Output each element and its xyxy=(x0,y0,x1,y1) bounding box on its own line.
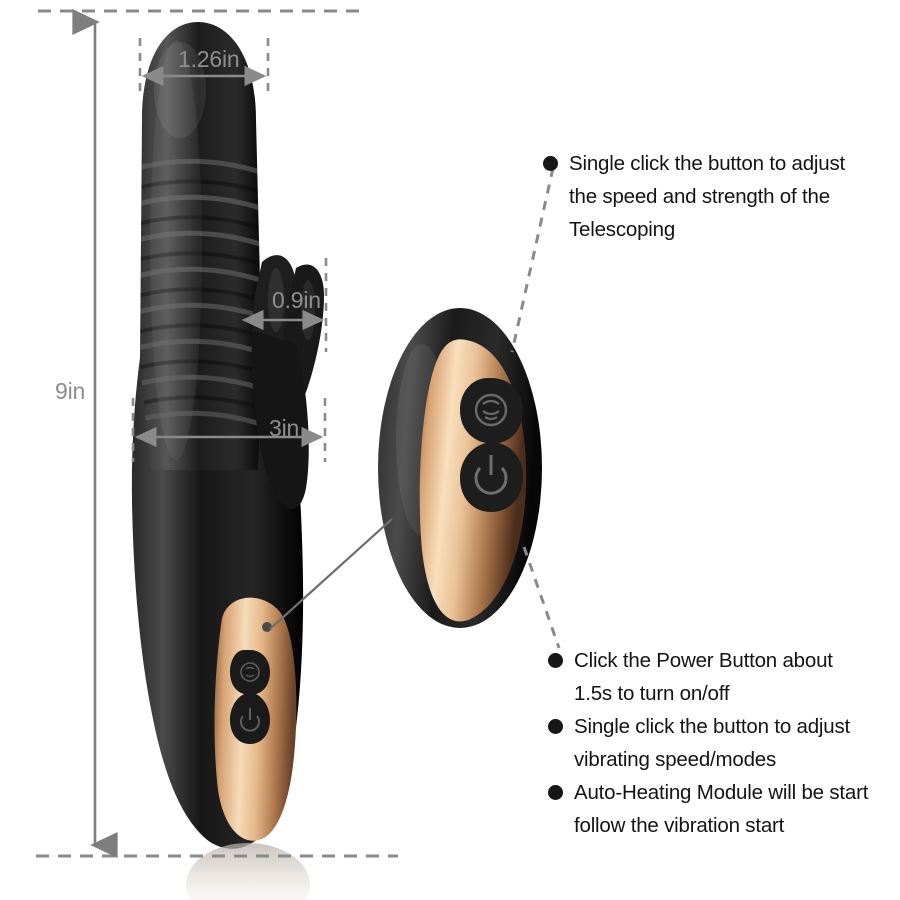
dimension-label-insertable-length: 3in xyxy=(269,415,300,441)
dimension-label-height: 9in xyxy=(55,378,86,404)
product-vector xyxy=(131,22,324,900)
magnified-power-button[interactable] xyxy=(474,455,508,495)
bullet-line: Single click the button to adjust xyxy=(574,715,851,738)
button-cluster[interactable] xyxy=(230,650,270,744)
rabbit-ears xyxy=(251,255,324,509)
bullet-line: follow the vibration start xyxy=(574,814,785,837)
bullet-line: Auto-Heating Module will be start xyxy=(574,781,869,804)
bullet-line: the speed and strength of the xyxy=(569,185,830,208)
dimension-label-tip-width: 1.26in xyxy=(178,46,240,72)
device-control-panel[interactable] xyxy=(214,597,297,841)
function-button[interactable] xyxy=(240,662,260,682)
power-button[interactable] xyxy=(240,708,260,732)
device-shaft xyxy=(140,22,262,470)
dimension-label-rabbit-width: 0.9in xyxy=(272,287,321,313)
bullet-dot-icon xyxy=(543,156,558,171)
bullet-line: Single click the button to adjust xyxy=(569,152,846,175)
callout-telescoping: Single click the button to adjust the sp… xyxy=(543,147,883,246)
callout-power-and-vibration: Click the Power Button about 1.5s to tur… xyxy=(548,644,898,842)
bullet-line: Click the Power Button about xyxy=(574,649,833,672)
bullet-dot-icon xyxy=(548,719,563,734)
bullet-line: 1.5s to turn on/off xyxy=(574,682,730,705)
bullet-dot-icon xyxy=(548,785,563,800)
magnified-function-button[interactable] xyxy=(474,393,508,427)
leader-anchor-dot xyxy=(262,622,272,632)
bullet-item: Auto-Heating Module will be start xyxy=(548,776,898,809)
product-illustration xyxy=(0,0,420,900)
control-panel-magnifier xyxy=(378,308,542,628)
bullet-dot-icon xyxy=(548,653,563,668)
bullet-item: Single click the button to adjust xyxy=(543,147,883,180)
bullet-line: vibrating speed/modes xyxy=(574,748,777,771)
bullet-item: Single click the button to adjust xyxy=(548,710,898,743)
bullet-item: Click the Power Button about xyxy=(548,644,898,677)
bullet-line: Telescoping xyxy=(569,218,676,241)
base-reflection xyxy=(186,843,310,900)
